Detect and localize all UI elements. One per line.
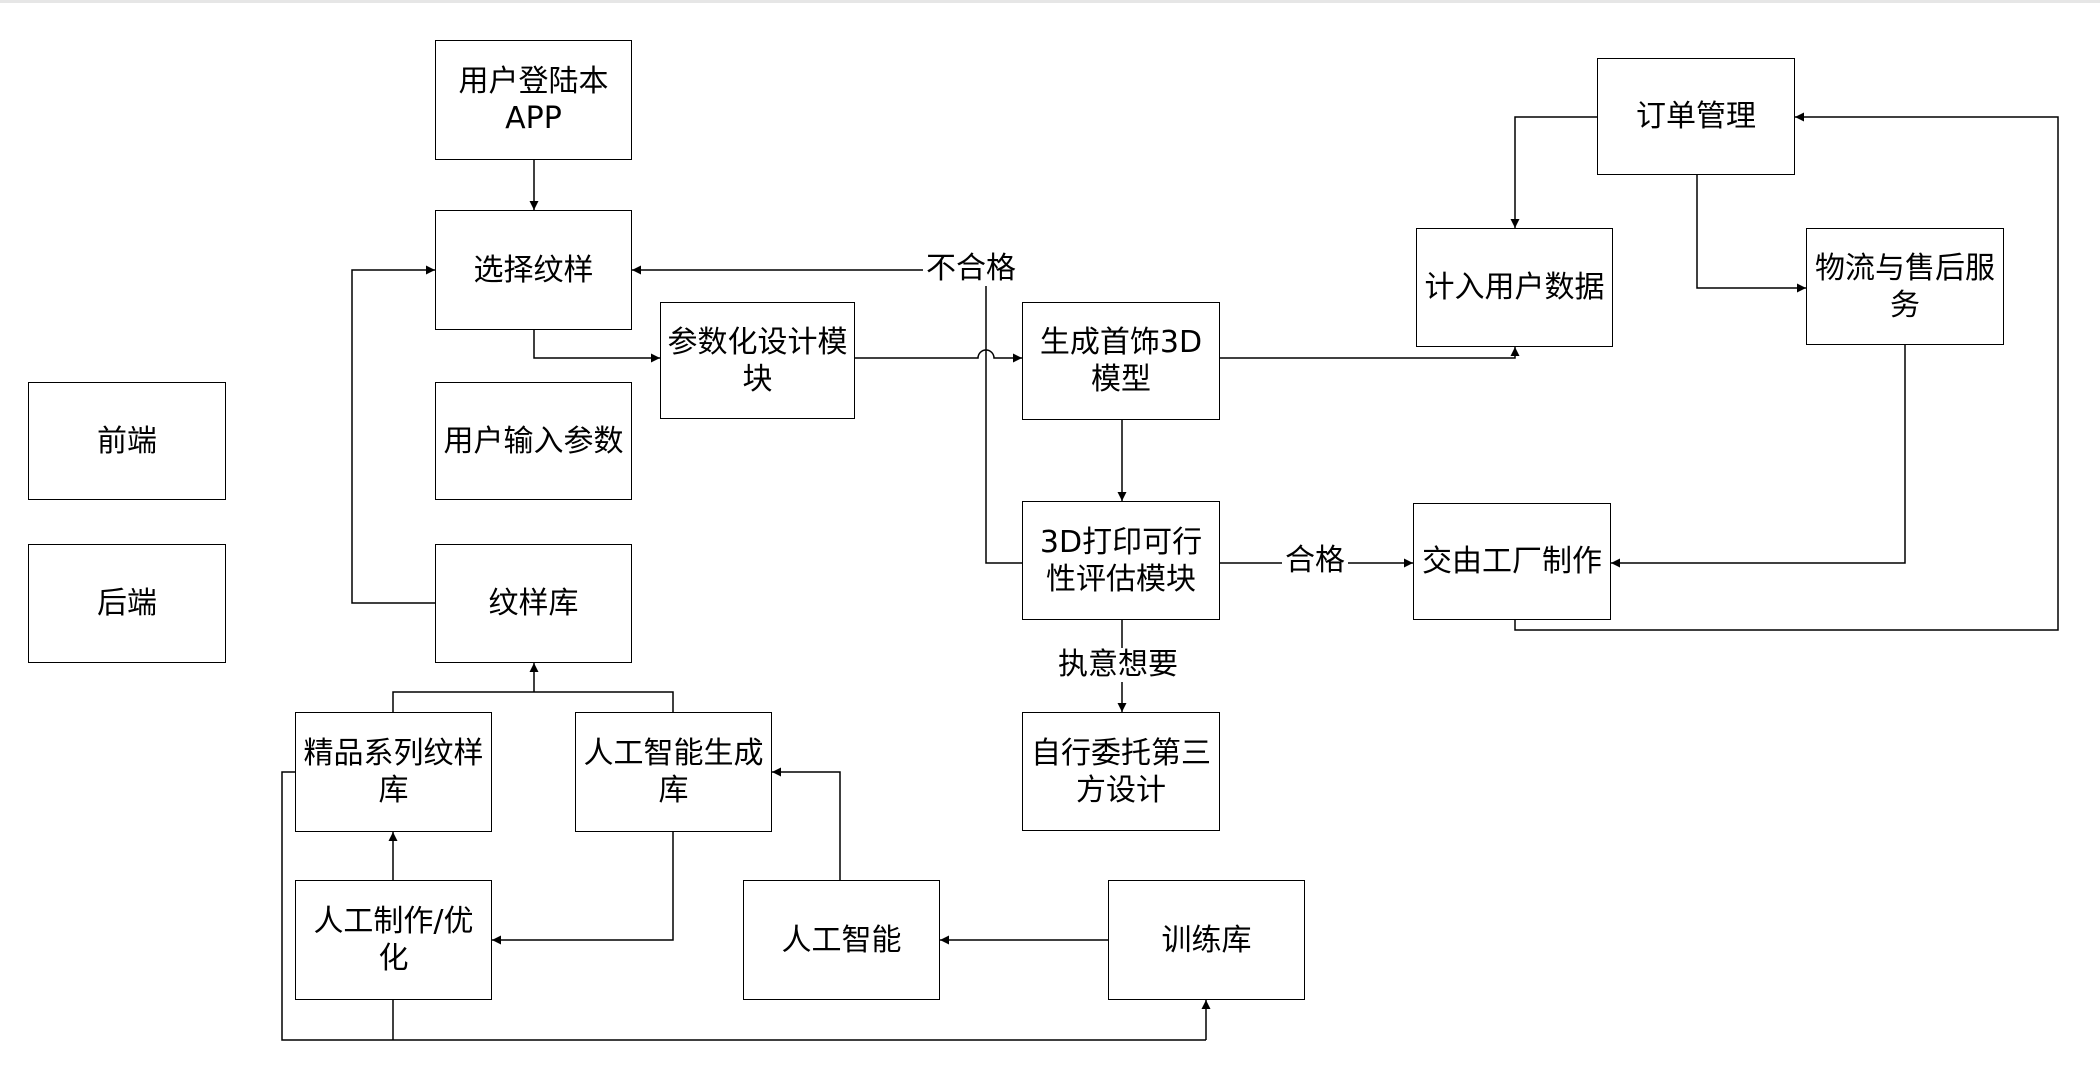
- arrow-lib-to-select: [351, 265, 435, 604]
- arrow-logistics-to-factory: [1611, 345, 1906, 568]
- arrow-param-to-model: [855, 349, 1022, 363]
- manual-opt-box: 人工制作/优化: [295, 880, 492, 1000]
- logistics-box: 物流与售后服务: [1806, 228, 2004, 345]
- arrow-aigen-to-manual: [492, 832, 674, 945]
- label-insist: 执意想要: [1055, 648, 1181, 682]
- arrow-order-to-logistics: [1696, 175, 1806, 293]
- factory-box: 交由工厂制作: [1413, 503, 1611, 620]
- user-data-box: 计入用户数据: [1416, 228, 1613, 347]
- backend-legend-box: 后端: [28, 544, 226, 663]
- gen-model-box: 生成首饰3D模型: [1022, 302, 1220, 420]
- label-pass: 合格: [1282, 544, 1348, 578]
- premium-lib-box: 精品系列纹样库: [295, 712, 492, 832]
- arrow-factory-to-order: [1514, 112, 2059, 631]
- login-box: 用户登陆本APP: [435, 40, 632, 160]
- arrow-order-to-userdata: [1510, 116, 1597, 228]
- arrow-ai-to-aigen: [772, 767, 841, 880]
- label-fail: 不合格: [923, 252, 1019, 286]
- select-pattern-box: 选择纹样: [435, 210, 632, 330]
- param-design-box: 参数化设计模块: [660, 302, 855, 419]
- pattern-lib-box: 纹样库: [435, 544, 632, 663]
- line-premium-to-bottom: [281, 771, 1206, 1041]
- ai-box: 人工智能: [743, 880, 940, 1000]
- arrow-select-to-param-design: [533, 330, 660, 363]
- third-party-box: 自行委托第三方设计: [1022, 712, 1220, 831]
- ai-gen-lib-box: 人工智能生成库: [575, 712, 772, 832]
- arrow-model-to-userdata: [1220, 347, 1520, 359]
- frontend-legend-box: 前端: [28, 382, 226, 500]
- order-mgmt-box: 订单管理: [1597, 58, 1795, 175]
- train-lib-box: 训练库: [1108, 880, 1305, 1000]
- user-params-box: 用户输入参数: [435, 382, 632, 500]
- arrow-eval-fail-to-select: [632, 265, 1022, 564]
- top-border: [0, 0, 2100, 3]
- print-eval-box: 3D打印可行性评估模块: [1022, 501, 1220, 620]
- merge-libs: [392, 691, 674, 712]
